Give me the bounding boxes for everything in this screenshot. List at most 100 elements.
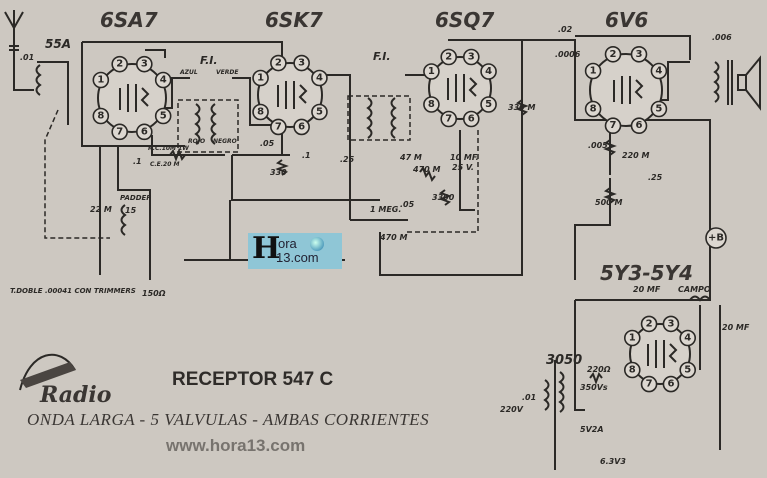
pin-number: 3 (636, 49, 643, 60)
label-c02: .02 (558, 25, 573, 34)
pin-circle (440, 110, 458, 128)
pin-circle (650, 100, 668, 118)
label-c005: .005 (588, 141, 608, 150)
pin-number: 1 (428, 66, 435, 77)
svg-text:+B: +B (708, 233, 724, 244)
tube-electrodes (613, 76, 644, 104)
pin-circle (111, 55, 128, 73)
label-c01: .01 (522, 393, 536, 402)
tube-label-6sk7: 6SK7 (265, 8, 323, 32)
tube-electrodes (647, 340, 678, 368)
label-padder: PADDER (120, 194, 152, 202)
pin-circle (640, 315, 658, 333)
pin-number: 7 (646, 379, 653, 390)
pin-number: 4 (684, 333, 691, 344)
label-r47: 47 M (399, 153, 422, 162)
label-c05: .05 (260, 139, 275, 148)
coil-symbols (35, 61, 720, 470)
pin-circle (679, 361, 697, 379)
pin-number: 7 (445, 114, 452, 125)
component-labels: 55A .01 F.I. F.I. AZUL VERDE ROJO NEGRO … (10, 25, 750, 466)
label-ce: C.E.20 M (150, 161, 179, 168)
pin-circle (623, 329, 641, 347)
pin-number: 3 (667, 318, 674, 329)
label-r3300: 3300 (432, 193, 455, 202)
pin-number: 6 (667, 379, 674, 390)
pin-number: 5 (316, 107, 323, 118)
label-campo: CAMPO (678, 285, 711, 294)
tube-envelope (589, 53, 663, 127)
label-r220: 220 M (622, 151, 649, 160)
label-verde: VERDE (216, 69, 239, 76)
tube-electrodes (447, 74, 478, 102)
receiver-subtitle: ONDA LARGA - 5 VALVULAS - AMBAS CORRIENT… (27, 410, 429, 429)
tube-label-6sq7: 6SQ7 (435, 8, 494, 32)
pin-number: 6 (298, 121, 305, 132)
pin-circle (293, 54, 310, 72)
pin-number: 2 (445, 51, 452, 62)
pin-circle (462, 110, 480, 128)
label-t3050: 3050 (546, 353, 582, 368)
pin-circle (154, 107, 172, 125)
pin-number: 6 (141, 126, 148, 137)
pin-circle (423, 63, 440, 80)
tube-electrodes (277, 81, 308, 109)
label-r150: 150Ω (142, 289, 166, 298)
website-url: www.hora13.com (165, 436, 305, 455)
pin-number: 1 (97, 75, 104, 86)
b-plus-terminal: +B (705, 227, 727, 249)
pin-circle (111, 123, 128, 141)
pin-number: 5 (160, 111, 167, 122)
pin-circle (293, 118, 310, 136)
tube-envelope (629, 323, 691, 385)
tube-envelope (428, 56, 492, 120)
pin-number: 5 (684, 365, 691, 376)
pin-circle (650, 62, 668, 80)
svg-text:Radio: Radio (39, 382, 111, 408)
label-c05b: .05 (400, 200, 415, 209)
label-p15: 15 (125, 206, 137, 215)
pin-number: 8 (428, 99, 435, 110)
pin-circle (604, 117, 622, 135)
antenna-icon (4, 10, 34, 91)
label-c20mf: 20 MF (633, 285, 661, 294)
label-azul: AZUL (179, 69, 198, 76)
pin-circle (662, 375, 680, 393)
pin-number: 1 (257, 73, 264, 84)
pin-circle (604, 45, 622, 63)
label-r470b: 470 M (379, 233, 407, 242)
resistors (169, 99, 617, 385)
label-c10mf: 10 MF. (450, 153, 479, 162)
pin-circle (630, 45, 648, 63)
label-c20mf2: 20 MF (722, 323, 750, 332)
pin-number: 6 (636, 120, 643, 131)
label-negro: NEGRO (213, 138, 237, 145)
pin-circle (480, 96, 497, 113)
pin-circle (462, 48, 480, 66)
receiver-title: RECEPTOR 547 C (172, 369, 333, 390)
label-r500: 500 M (595, 198, 622, 207)
label-tdoble: T.DOBLE .00041 CON TRIMMERS (10, 287, 136, 295)
tube-label-5y3: 5Y3-5Y4 (600, 261, 693, 285)
pin-circle (136, 123, 153, 141)
pin-circle (252, 69, 269, 87)
pin-number: 7 (116, 126, 123, 137)
label-r470: 470 M (412, 165, 440, 174)
label-r330m: 330 M (508, 103, 535, 112)
pin-circle (440, 48, 458, 66)
pin-number: 2 (646, 318, 653, 329)
label-r330: 330 (270, 168, 287, 177)
pin-circle (311, 103, 328, 121)
label-r1meg: 1 MEG. (370, 205, 401, 214)
pin-circle (423, 96, 440, 113)
label-ant-cap: .01 (20, 53, 34, 62)
label-rojo: ROJO (188, 138, 205, 145)
pin-number: 2 (610, 49, 617, 60)
pin-circle (92, 71, 110, 89)
pin-circle (270, 54, 287, 72)
label-r22m: 22 M (90, 205, 112, 214)
tube-label-6sa7: 6SA7 (100, 8, 158, 32)
